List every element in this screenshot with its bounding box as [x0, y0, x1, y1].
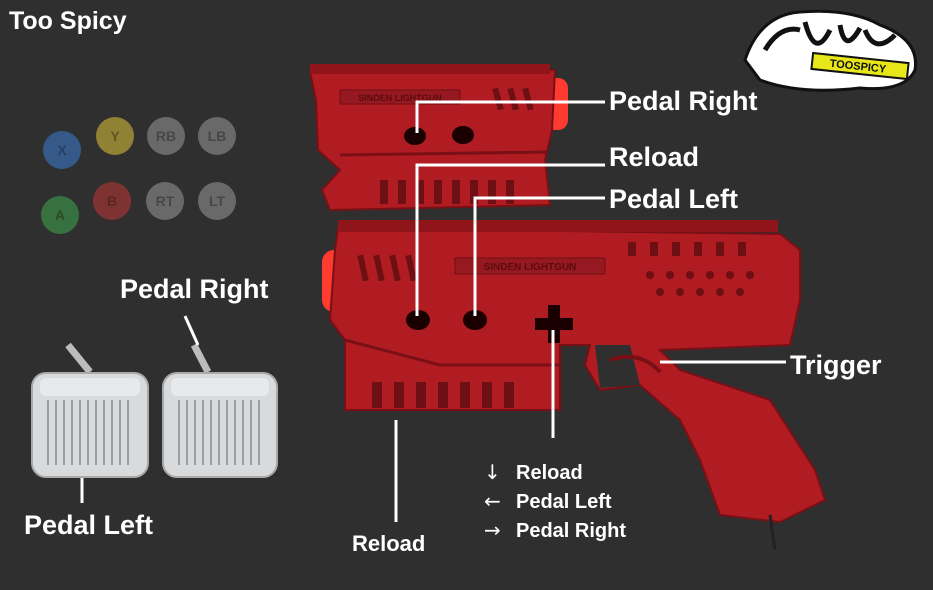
- label-top-pedal-left: Pedal Left: [609, 184, 739, 214]
- legend-label: Reload: [516, 462, 583, 484]
- dpad-icon: [535, 305, 573, 343]
- pedal-left-graphic: [31, 372, 149, 478]
- legend-label: Pedal Right: [516, 520, 627, 542]
- gun-brand-main: SINDEN LIGHTGUN: [484, 262, 577, 273]
- button-a: A: [41, 196, 79, 234]
- label-trigger: Trigger: [790, 350, 882, 380]
- button-rt: RT: [146, 182, 184, 220]
- label-pedal-right: Pedal Right: [120, 274, 269, 304]
- button-b: B: [93, 182, 131, 220]
- gun-main: SINDEN LIGHTGUN: [322, 220, 827, 551]
- button-rb: RB: [147, 117, 185, 155]
- button-lb: LB: [198, 117, 236, 155]
- label-top-reload: Reload: [609, 142, 700, 172]
- button-lt: LT: [198, 182, 236, 220]
- right-arrow-icon: →: [484, 518, 501, 542]
- page-title: Too Spicy: [9, 7, 127, 35]
- legend-row-pedal-left: ← Pedal Left: [484, 489, 612, 514]
- gun-brand-top: SINDEN LIGHTGUN: [358, 93, 442, 103]
- down-arrow-icon: ↓: [484, 460, 501, 484]
- too-spicy-logo: TOOSPICY: [743, 9, 918, 92]
- legend-label: Pedal Left: [516, 491, 612, 513]
- leader-lines: [80, 100, 786, 522]
- gun-top-slide: SINDEN LIGHTGUN: [308, 64, 568, 212]
- button-x: X: [43, 131, 81, 169]
- button-y: Y: [96, 117, 134, 155]
- label-top-pedal-right: Pedal Right: [609, 86, 758, 116]
- left-arrow-icon: ←: [484, 489, 501, 513]
- pedal-right-graphic: [162, 372, 278, 478]
- foot-pedals: [31, 342, 278, 478]
- legend-row-reload: ↓ Reload: [484, 460, 583, 485]
- legend-row-pedal-right: → Pedal Right: [484, 518, 626, 543]
- label-pedal-left: Pedal Left: [24, 510, 154, 540]
- logo-text: TOOSPICY: [829, 58, 887, 76]
- label-bottom-reload: Reload: [352, 531, 426, 556]
